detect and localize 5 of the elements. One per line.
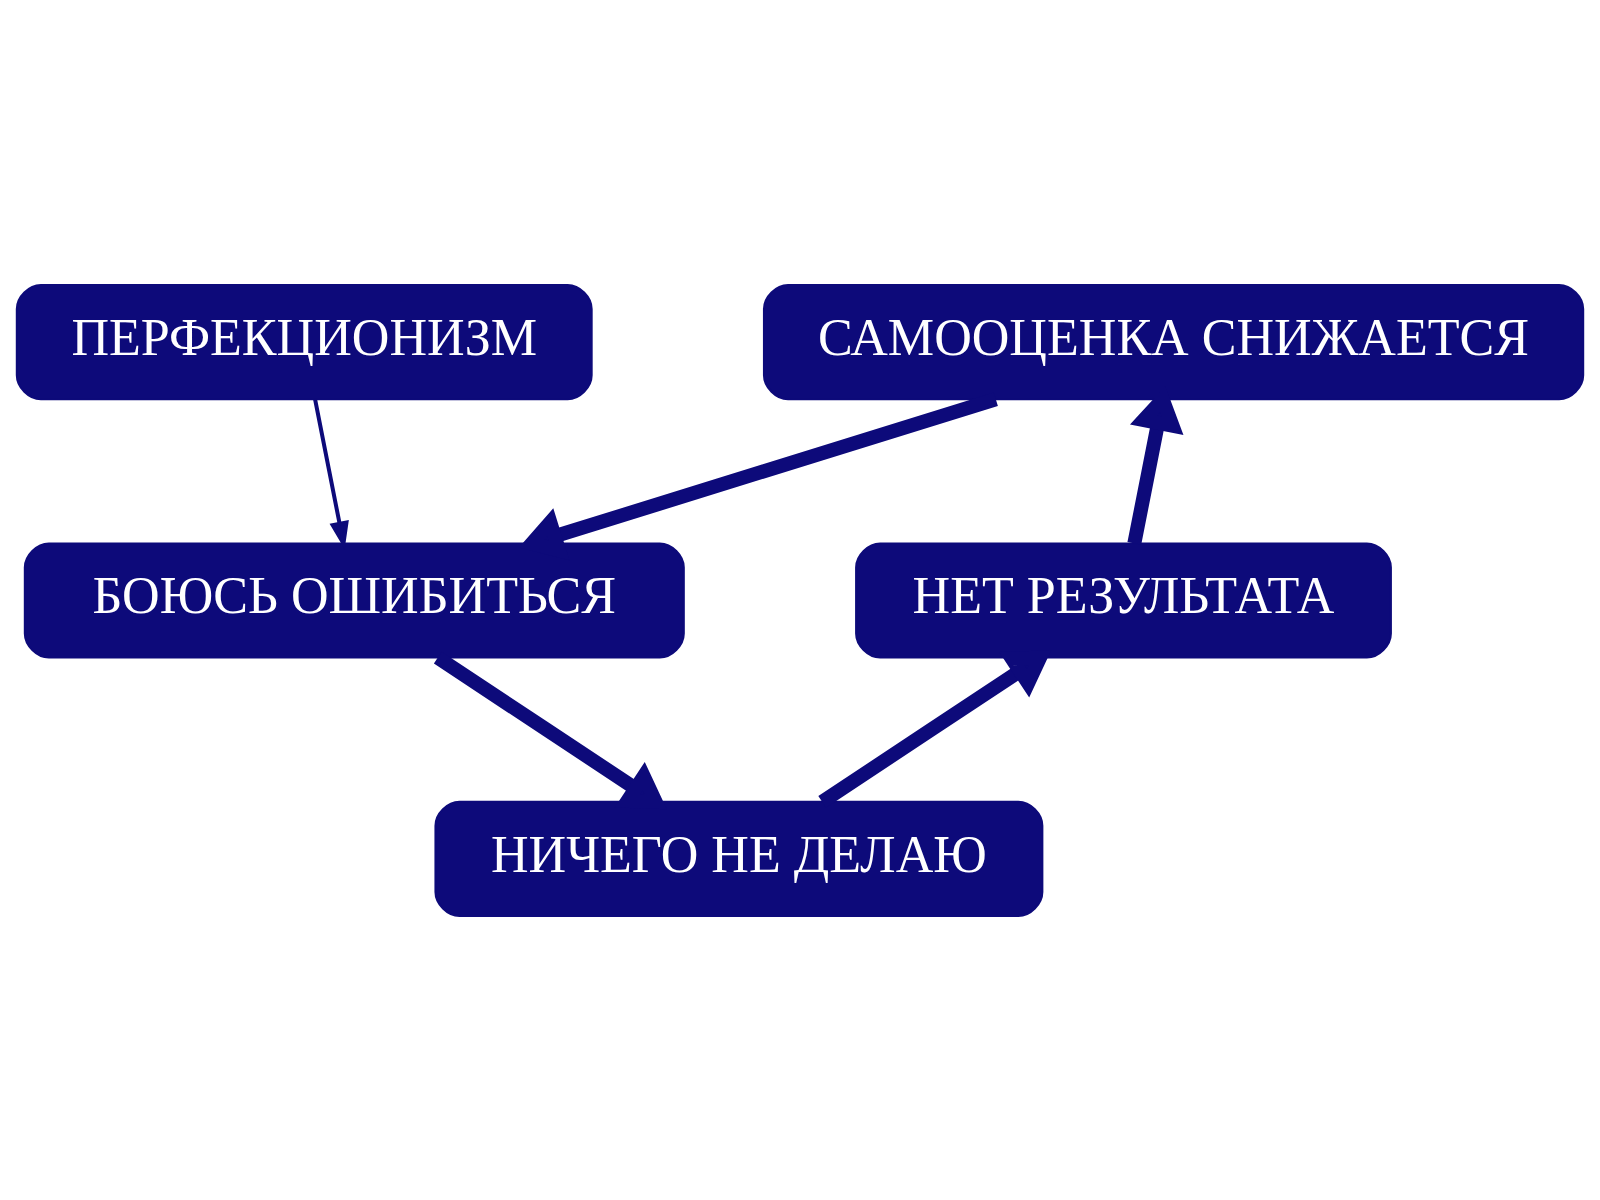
- node-box: БОЮСЬ ОШИБИТЬСЯ: [23, 541, 685, 659]
- node-box: ПЕРФЕКЦИОНИЗМ: [15, 283, 593, 400]
- node-box: НИЧЕГО НЕ ДЕЛАЮ: [434, 800, 1044, 917]
- node-box: НЕТ РЕЗУЛЬТАТА: [855, 541, 1392, 659]
- node-box: САМООЦЕНКА СНИЖАЕТСЯ: [762, 283, 1585, 400]
